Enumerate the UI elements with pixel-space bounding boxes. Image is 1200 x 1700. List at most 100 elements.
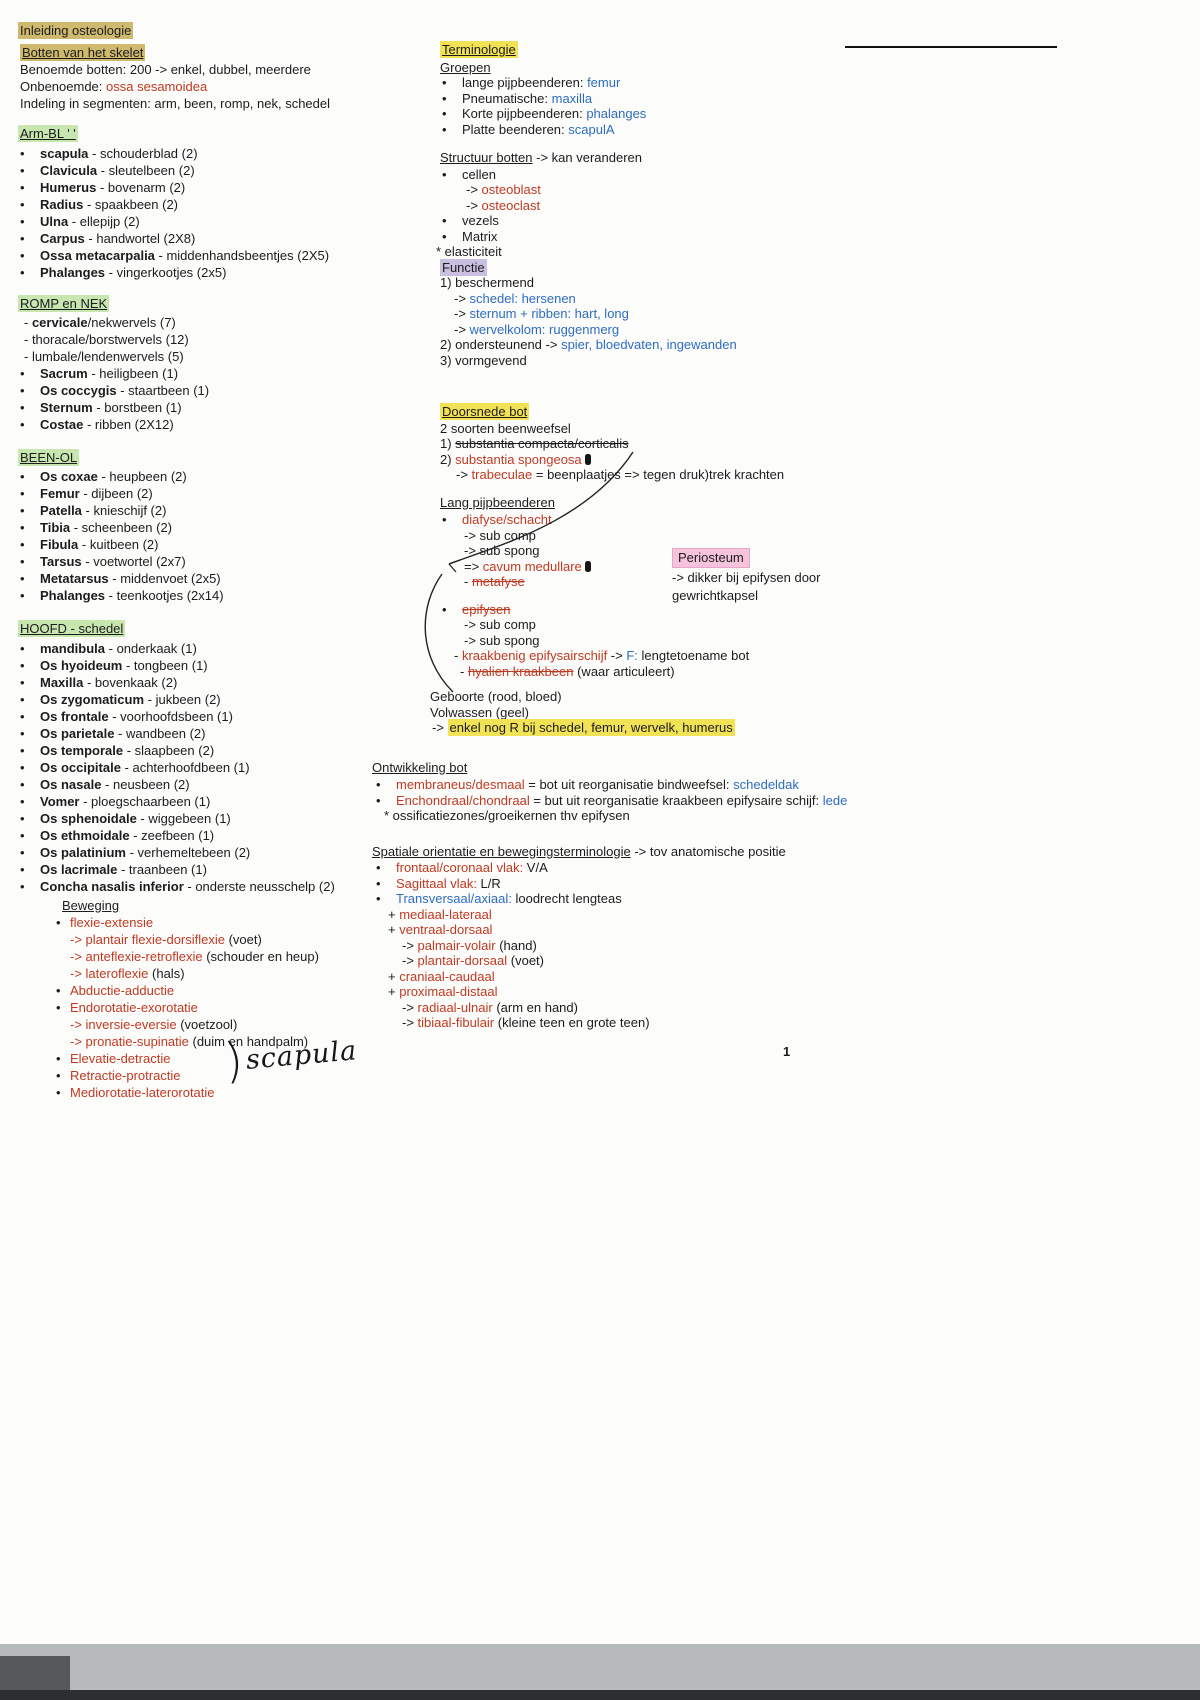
- text-segment: femur: [587, 75, 621, 90]
- text-segment: +: [388, 968, 400, 984]
- text-line: -> radiaal-ulnair (arm en hand): [402, 1000, 1080, 1016]
- handwriting-text: scapula: [244, 1034, 359, 1076]
- text-line: •cellen: [442, 167, 1080, 183]
- text-line: Volwassen (geel): [430, 705, 1080, 721]
- text-segment: Sternum: [40, 400, 93, 415]
- text-line: •scapula - schouderblad (2): [20, 145, 423, 162]
- text-line: - hyalien kraakbeen (waar articuleert): [460, 664, 1080, 680]
- text-segment: Os zygomaticum: [40, 692, 145, 707]
- text-line: •Pneumatische: maxilla: [442, 91, 1080, 107]
- bullet-glyph: •: [442, 106, 447, 121]
- text-line: Benoemde botten: 200 -> enkel, dubbel, m…: [20, 61, 423, 78]
- text-segment: - middenhandsbeentjes (2X5): [154, 248, 330, 263]
- text-segment: =>: [464, 558, 483, 574]
- text-segment: (arm en hand): [492, 999, 578, 1015]
- text-segment: Benoemde botten: 200 -> enkel, dubbel, m…: [20, 62, 311, 77]
- text-segment: Functie: [440, 258, 487, 276]
- text-segment: trabeculae: [471, 467, 533, 482]
- text-line: * ossificatiezones/groeikernen thv epify…: [384, 808, 1080, 824]
- text-line: ROMP en NEK: [18, 295, 423, 312]
- text-segment: hyalien kraakbeen: [467, 663, 574, 679]
- text-line: -> anteflexie-retroflexie (schouder en h…: [70, 948, 423, 965]
- top-rule-line: [845, 46, 1057, 48]
- bullet-glyph: •: [20, 811, 25, 826]
- text-segment: Arm-BL ' ': [18, 125, 78, 142]
- text-segment: -> sub spong: [464, 632, 540, 648]
- text-segment: +: [388, 922, 400, 937]
- text-segment: Spatiale orientatie en bewegingsterminol…: [372, 843, 631, 859]
- text-line: 2) substantia spongeosa: [440, 452, 1080, 468]
- text-segment: mandibula: [40, 641, 106, 656]
- text-segment: (schouder en heup): [202, 949, 319, 964]
- text-segment: (voet): [507, 953, 544, 968]
- text-segment: Radius: [40, 197, 84, 212]
- text-line: •Carpus - handwortel (2X8): [20, 230, 423, 247]
- text-segment: Retractie-protractie: [70, 1068, 181, 1083]
- text-segment: plantair-dorsaal: [417, 953, 508, 968]
- text-line: •Endorotatie-exorotatie: [56, 999, 423, 1016]
- text-segment: - kuitbeen (2): [78, 537, 159, 552]
- text-line: -> palmair-volair (hand): [402, 938, 1080, 954]
- text-segment: - traanbeen (1): [117, 862, 207, 877]
- text-line: •flexie-extensie: [56, 914, 423, 931]
- text-line: •diafyse/schacht: [442, 512, 1080, 528]
- text-segment: = beenplaatjes => tegen druk)trek kracht…: [532, 467, 785, 482]
- page-number: 1: [783, 1044, 791, 1059]
- text-segment: lede: [822, 792, 848, 808]
- text-line: Doorsnede bot: [440, 403, 1080, 420]
- periosteum-note: Periosteum -> dikker bij epifysen door g…: [672, 548, 821, 604]
- text-segment: Os temporale: [40, 743, 124, 758]
- text-line: •Humerus - bovenarm (2): [20, 179, 423, 196]
- text-segment: - schouderblad (2): [88, 146, 198, 161]
- bullet-glyph: •: [20, 265, 25, 280]
- bullet-glyph: •: [442, 166, 447, 182]
- bullet-glyph: •: [20, 469, 25, 484]
- text-segment: ossa sesamoidea: [106, 79, 208, 94]
- text-line: •Os temporale - slaapbeen (2): [20, 742, 423, 759]
- text-segment: - wandbeen (2): [114, 726, 206, 741]
- text-segment: - vingerkootjes (2x5): [105, 265, 227, 280]
- text-segment: palmair-volair: [417, 937, 496, 953]
- text-line: -> sternum + ribben: hart, long: [454, 306, 1080, 322]
- text-segment: ROMP en NEK: [18, 295, 110, 312]
- text-line: -> plantair flexie-dorsiflexie (voet): [70, 931, 423, 948]
- text-segment: - heiligbeen (1): [87, 366, 179, 381]
- text-segment: Os palatinium: [40, 845, 126, 860]
- bullet-glyph: •: [56, 1051, 61, 1066]
- text-line: •Os coxae - heupbeen (2): [20, 468, 423, 485]
- text-segment: diafyse/schacht: [462, 512, 552, 527]
- bullet-glyph: •: [20, 417, 25, 432]
- bullet-glyph: •: [376, 891, 381, 906]
- text-segment: 1) beschermend: [440, 275, 534, 290]
- text-line: •Korte pijpbeenderen: phalanges: [442, 106, 1080, 122]
- text-line: Inleiding osteologie: [18, 22, 423, 39]
- text-line: •Phalanges - vingerkootjes (2x5): [20, 264, 423, 281]
- text-segment: -> inversie-eversie: [70, 1017, 177, 1032]
- text-segment: cervicale: [31, 315, 88, 330]
- text-segment: flexie-extensie: [70, 915, 154, 930]
- text-segment: ->: [466, 197, 482, 213]
- text-segment: * elasticiteit: [436, 244, 502, 259]
- bullet-glyph: •: [20, 641, 25, 656]
- text-line: •Ossa metacarpalia - middenhandsbeentjes…: [20, 247, 423, 264]
- text-segment: -> kan veranderen: [532, 150, 642, 165]
- text-segment: - staartbeen (1): [116, 383, 210, 398]
- text-line: Onbenoemde: ossa sesamoidea: [20, 78, 423, 95]
- text-segment: Os sphenoidale: [40, 811, 137, 826]
- text-segment: ->: [454, 306, 470, 321]
- text-line: •Transversaal/axiaal: loodrecht lengteas: [376, 891, 1080, 907]
- text-segment: Patella: [40, 503, 82, 518]
- text-line: •Sagittaal vlak: L/R: [376, 876, 1080, 892]
- bullet-glyph: •: [20, 400, 25, 415]
- text-segment: -> sub comp: [464, 617, 536, 632]
- text-segment: - voetwortel (2x7): [81, 554, 186, 569]
- text-segment: sternum + ribben: hart, long: [469, 306, 629, 321]
- text-line: •Abductie-adductie: [56, 982, 423, 999]
- text-segment: Phalanges: [40, 588, 106, 603]
- text-line: -> osteoblast: [466, 182, 1080, 198]
- text-line: -> sub spong: [464, 633, 1080, 649]
- bullet-glyph: •: [20, 383, 25, 398]
- text-segment: /nekwervels (7): [87, 315, 176, 330]
- periosteum-label: Periosteum: [672, 548, 750, 568]
- text-segment: - ellepijp (2): [68, 214, 140, 229]
